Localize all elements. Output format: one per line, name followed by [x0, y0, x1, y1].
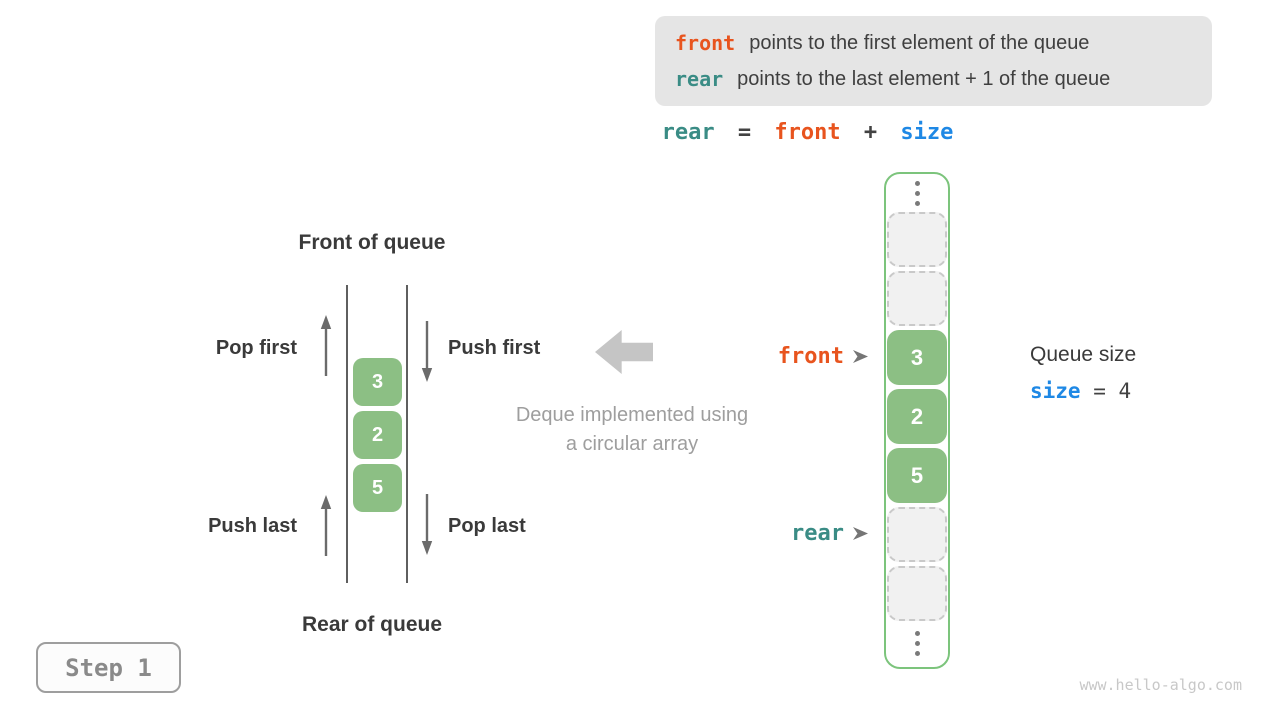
formula-rear: rear: [661, 120, 715, 145]
deque-value-box: 5: [353, 464, 402, 512]
step-badge-label: Step 1: [65, 653, 152, 682]
queue-size-value-line: size = 4: [1030, 379, 1131, 403]
front-of-queue-title: Front of queue: [298, 231, 446, 254]
formula-front: front: [774, 120, 841, 145]
formula-equals: =: [737, 120, 752, 145]
array-cell-filled: 5: [887, 448, 947, 503]
ellipsis-bottom-icon: [915, 631, 920, 656]
front-keyword: front: [675, 31, 736, 55]
queue-size-title: Queue size: [1030, 343, 1137, 366]
caption-line2: a circular array: [565, 433, 699, 455]
caption-line1: Deque implemented using: [515, 404, 749, 426]
queue-wall-right: [406, 285, 408, 583]
queue-wall-left: [346, 285, 348, 583]
deque-value-box: 3: [353, 358, 402, 406]
push-first-down-arrow-icon: [421, 321, 433, 382]
legend-rear-text: points to the last element + 1 of the qu…: [737, 67, 1111, 90]
legend-line-front: front points to the first element of the…: [675, 25, 1212, 61]
pop-first-up-arrow-icon: [320, 315, 332, 376]
caption: Deque implemented using a circular array: [492, 401, 772, 459]
rear-pointer: rear: [791, 521, 868, 546]
legend-line-rear: rear points to the last element + 1 of t…: [675, 61, 1212, 97]
array-cell-filled: 2: [887, 389, 947, 444]
left-block-arrow-icon: [595, 330, 653, 374]
pop-last-down-arrow-icon: [421, 494, 433, 555]
formula-size: size: [900, 120, 954, 145]
ellipsis-top-icon: [915, 181, 920, 206]
formula: rear = front + size: [655, 120, 960, 145]
array-cell-empty: [887, 212, 947, 267]
front-pointer-arrow-icon: [853, 350, 868, 363]
legend-box: front points to the first element of the…: [655, 16, 1212, 106]
array-cell-filled: 3: [887, 330, 947, 385]
deque-value-box: 2: [353, 411, 402, 459]
array-cell-empty: [887, 507, 947, 562]
size-equals: =: [1093, 379, 1106, 403]
pop-first-label: Pop first: [215, 337, 297, 359]
push-last-up-arrow-icon: [320, 495, 332, 556]
watermark: www.hello-algo.com: [1079, 676, 1242, 694]
push-last-label: Push last: [208, 515, 297, 537]
legend-front-text: points to the first element of the queue: [749, 31, 1090, 54]
size-keyword: size: [1030, 379, 1081, 403]
pop-last-label: Pop last: [448, 515, 526, 537]
rear-pointer-label: rear: [791, 521, 844, 546]
rear-keyword: rear: [675, 67, 724, 91]
size-value: 4: [1118, 379, 1132, 403]
rear-of-queue-title: Rear of queue: [301, 613, 443, 636]
step-badge: Step 1: [36, 642, 181, 693]
front-pointer-label: front: [777, 344, 844, 369]
array-cell-empty: [887, 271, 947, 326]
formula-plus: +: [863, 120, 878, 145]
push-first-label: Push first: [448, 337, 541, 359]
front-pointer: front: [778, 344, 868, 369]
array-cell-empty: [887, 566, 947, 621]
rear-pointer-arrow-icon: [853, 527, 868, 540]
